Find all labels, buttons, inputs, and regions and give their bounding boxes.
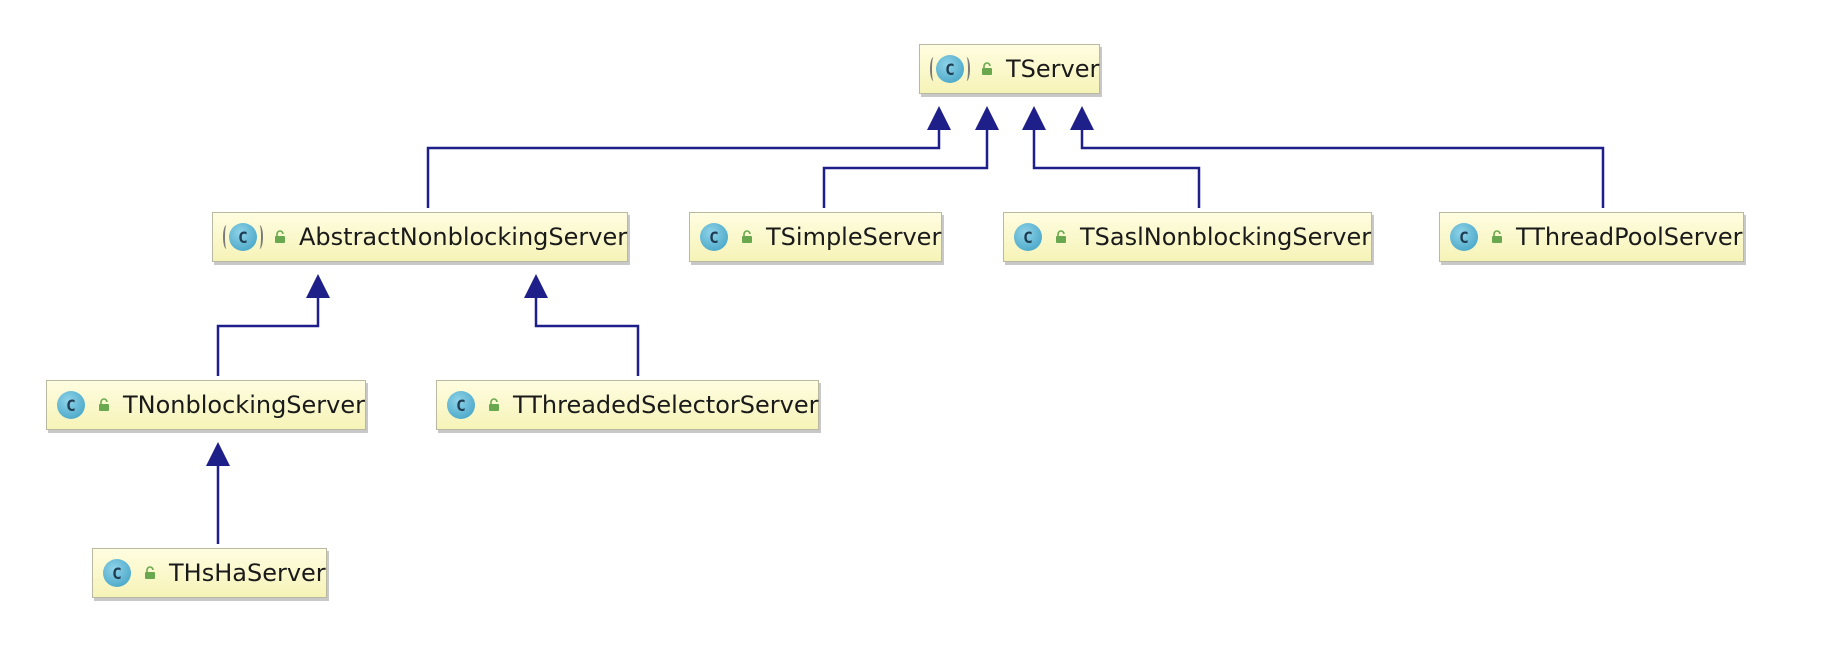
class-node-tthreaded-selector-server[interactable]: C TThreadedSelectorServer xyxy=(436,380,820,430)
class-node-tserver[interactable]: C TServer xyxy=(919,44,1101,94)
class-name: TNonblockingServer xyxy=(123,391,366,419)
public-lock-icon xyxy=(99,398,109,411)
class-name: TServer xyxy=(1006,55,1100,83)
class-node-thsha-server[interactable]: C THsHaServer xyxy=(92,548,327,598)
class-node-tnonblocking-server[interactable]: C TNonblockingServer xyxy=(46,380,367,430)
class-icon: C xyxy=(447,391,475,419)
public-lock-icon xyxy=(742,230,752,243)
abstract-class-icon: C xyxy=(223,223,263,251)
class-node-tsasl-nonblocking-server[interactable]: C TSaslNonblockingServer xyxy=(1003,212,1373,262)
class-node-tsimple-server[interactable]: C TSimpleServer xyxy=(689,212,943,262)
class-icon: C xyxy=(1014,223,1042,251)
public-lock-icon xyxy=(982,62,992,75)
class-name: TThreadedSelectorServer xyxy=(513,391,819,419)
class-name: TThreadPoolServer xyxy=(1516,223,1743,251)
public-lock-icon xyxy=(275,230,285,243)
arrowhead-thsha xyxy=(206,442,230,466)
edge-tsasl-to-tserver xyxy=(1032,130,1201,208)
public-lock-icon xyxy=(489,398,499,411)
arrowhead-tthreadedselector xyxy=(524,274,548,298)
class-name: TSaslNonblockingServer xyxy=(1080,223,1372,251)
edge-abstract-nonblocking-to-tserver xyxy=(426,130,941,208)
arrowhead-abstract-nonblocking xyxy=(927,106,951,130)
arrowhead-tsimple xyxy=(975,106,999,130)
public-lock-icon xyxy=(1492,230,1502,243)
class-icon: C xyxy=(103,559,131,587)
class-node-abstract-nonblocking-server[interactable]: C AbstractNonblockingServer xyxy=(212,212,629,262)
class-name: THsHaServer xyxy=(169,559,326,587)
class-name: AbstractNonblockingServer xyxy=(299,223,628,251)
edge-tthreadpool-to-tserver xyxy=(1080,130,1605,208)
class-node-tthreadpool-server[interactable]: C TThreadPoolServer xyxy=(1439,212,1744,262)
class-icon: C xyxy=(700,223,728,251)
edge-tnonblocking-to-abstract xyxy=(216,298,320,376)
arrowhead-tsasl xyxy=(1022,106,1046,130)
abstract-class-icon: C xyxy=(930,55,970,83)
edge-tthreadedselector-to-abstract xyxy=(534,298,640,376)
class-icon: C xyxy=(57,391,85,419)
public-lock-icon xyxy=(1056,230,1066,243)
class-name: TSimpleServer xyxy=(766,223,942,251)
edge-tsimple-to-tserver xyxy=(822,130,989,208)
arrowhead-tnonblocking xyxy=(306,274,330,298)
arrowhead-tthreadpool xyxy=(1070,106,1094,130)
class-icon: C xyxy=(1450,223,1478,251)
public-lock-icon xyxy=(145,566,155,579)
